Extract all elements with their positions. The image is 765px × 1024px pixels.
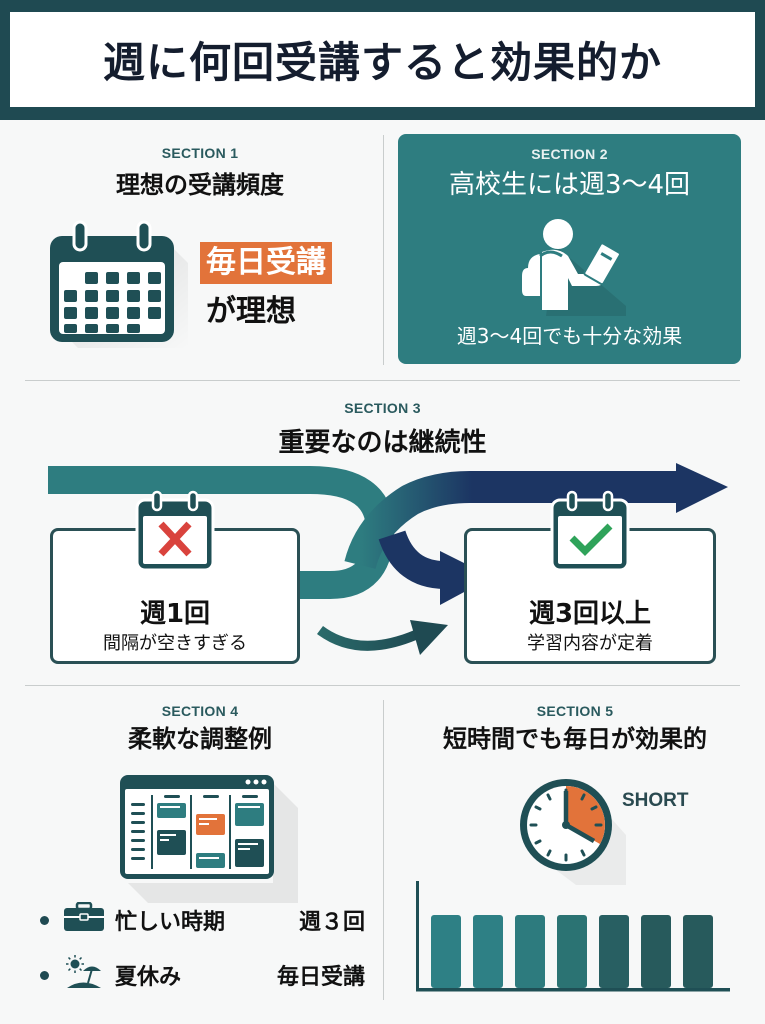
section-2-title: 高校生には週3〜4回 — [448, 170, 691, 200]
schedule-board-icon — [118, 773, 298, 907]
section-1: SECTION 1 理想の受講頻度 — [30, 145, 370, 200]
title-banner: 週に何回受講すると効果的か — [0, 0, 765, 120]
card-once-main: 週1回 — [139, 599, 211, 629]
calendar-x-icon — [133, 490, 217, 578]
student-with-backpack-icon — [516, 216, 626, 320]
section-2-caption: 週3〜4回でも十分な効果 — [456, 324, 683, 348]
adjustment-value-busy: 週３回 — [298, 910, 365, 935]
divider-bottom-vertical — [383, 700, 384, 1000]
section-1-label: SECTION 1 — [161, 145, 239, 161]
card-three-main: 週3回以上 — [528, 599, 652, 629]
bullet-icon — [40, 915, 49, 925]
section-3-header: SECTION 3 重要なのは継続性 — [0, 400, 765, 459]
section-3-title: 重要なのは継続性 — [278, 428, 487, 458]
bullet-icon — [40, 970, 49, 980]
section-3-label: SECTION 3 — [344, 400, 421, 416]
calendar-check-icon — [548, 490, 632, 578]
adjustment-value-summer: 毎日受講 — [276, 965, 365, 990]
title-box: 週に何回受講すると効果的か — [10, 12, 755, 107]
divider-top-vertical — [383, 135, 384, 365]
ideal-caption: が理想 — [206, 294, 296, 329]
section-1-title: 理想の受講頻度 — [116, 171, 284, 199]
daily-attendance-badge: 毎日受講 — [200, 242, 332, 284]
section-4-title: 柔軟な調整例 — [128, 725, 272, 753]
arrow-head-bottom-icon — [410, 620, 448, 655]
briefcase-icon — [63, 901, 105, 938]
adjustment-item-summer: 夏休み 毎日受講 — [40, 955, 365, 995]
page-title: 週に何回受講すると効果的か — [102, 38, 662, 87]
card-once-sub: 間隔が空きすぎる — [103, 633, 247, 654]
adjustment-item-busy: 忙しい時期 週３回 — [40, 901, 365, 938]
short-time-label: SHORT — [622, 790, 689, 811]
adjustment-label-busy: 忙しい時期 — [115, 910, 226, 935]
section-2-label: SECTION 2 — [531, 146, 608, 162]
section-5-label: SECTION 5 — [536, 703, 614, 719]
section-2-card: SECTION 2 高校生には週3〜4回 週3〜4回でも十分な効果 — [398, 134, 741, 364]
beach-sun-icon — [63, 955, 105, 995]
adjustment-label-summer: 夏休み — [115, 965, 182, 990]
divider-section3-bottom — [25, 685, 740, 686]
card-three-sub: 学習内容が定着 — [527, 633, 653, 654]
clock-icon — [516, 775, 626, 889]
divider-section3-top — [25, 380, 740, 381]
section-4: SECTION 4 柔軟な調整例 — [30, 703, 370, 754]
daily-bars-chart — [416, 881, 730, 992]
section-5: SECTION 5 短時間でも毎日が効果的 — [395, 703, 755, 754]
arrow-head-top-icon — [676, 463, 728, 513]
section-4-label: SECTION 4 — [161, 703, 239, 719]
calendar-icon — [48, 218, 188, 352]
section-5-title: 短時間でも毎日が効果的 — [443, 725, 707, 753]
continuity-flow-arrows — [48, 463, 728, 655]
